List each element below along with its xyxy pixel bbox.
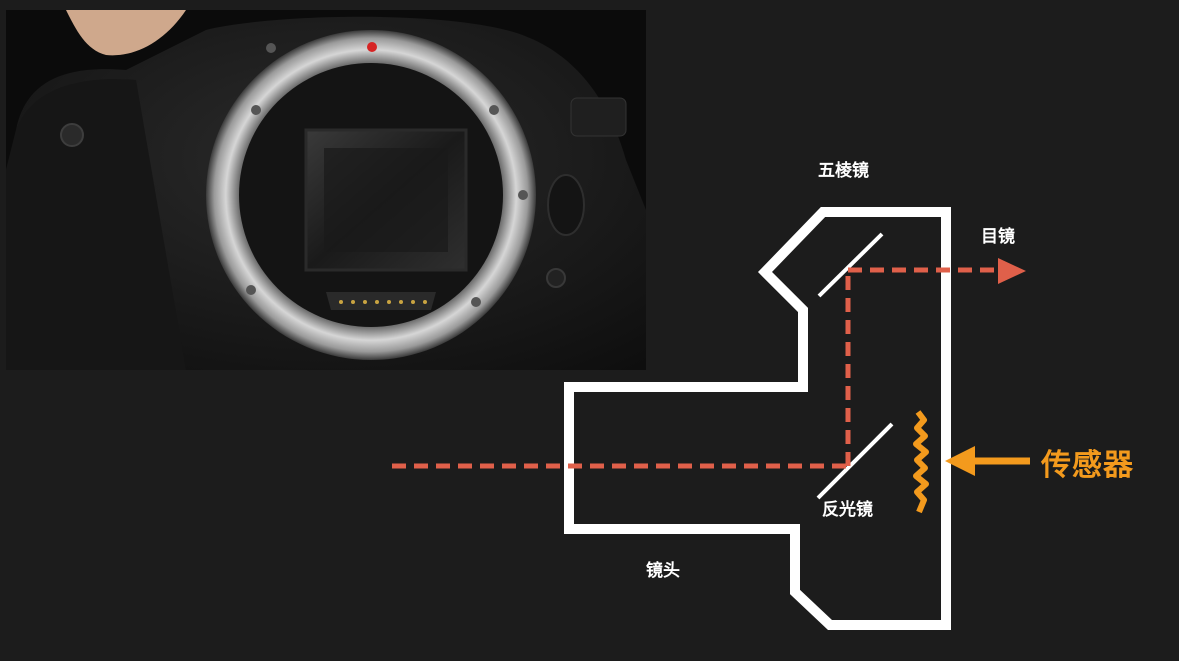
light-path-arrowhead <box>998 258 1026 284</box>
mount-screw <box>251 105 261 115</box>
dof-button <box>546 268 566 288</box>
mirror-label: 反光镜 <box>822 500 873 520</box>
mount-index-dot <box>367 42 377 52</box>
sensor-label: 传感器 <box>1041 448 1134 483</box>
hand-fingers <box>66 10 186 56</box>
reflex-mirror-line <box>816 422 894 500</box>
camera-body-illustration <box>6 10 646 370</box>
mirror-inner <box>324 148 448 252</box>
mount-screw <box>471 297 481 307</box>
lens-release-button <box>547 174 585 236</box>
eyepiece-label: 目镜 <box>981 227 1015 247</box>
sensor-pointer-arrowhead <box>945 446 975 476</box>
grip-button <box>60 123 84 147</box>
pentaprism-label: 五棱镜 <box>818 161 869 181</box>
gold-contacts <box>339 300 427 304</box>
mount-screw <box>518 190 528 200</box>
camera-grip <box>6 79 186 370</box>
camera-photo <box>6 10 646 370</box>
lens-label: 镜头 <box>646 561 680 581</box>
pentaprism-mirror <box>817 232 884 298</box>
camera-body-outline <box>564 207 951 630</box>
mount-screw <box>489 105 499 115</box>
mount-screw <box>266 43 276 53</box>
contact-strip <box>326 292 436 310</box>
eos-badge <box>570 97 627 137</box>
image-sensor <box>913 410 929 514</box>
mount-screw <box>246 285 256 295</box>
